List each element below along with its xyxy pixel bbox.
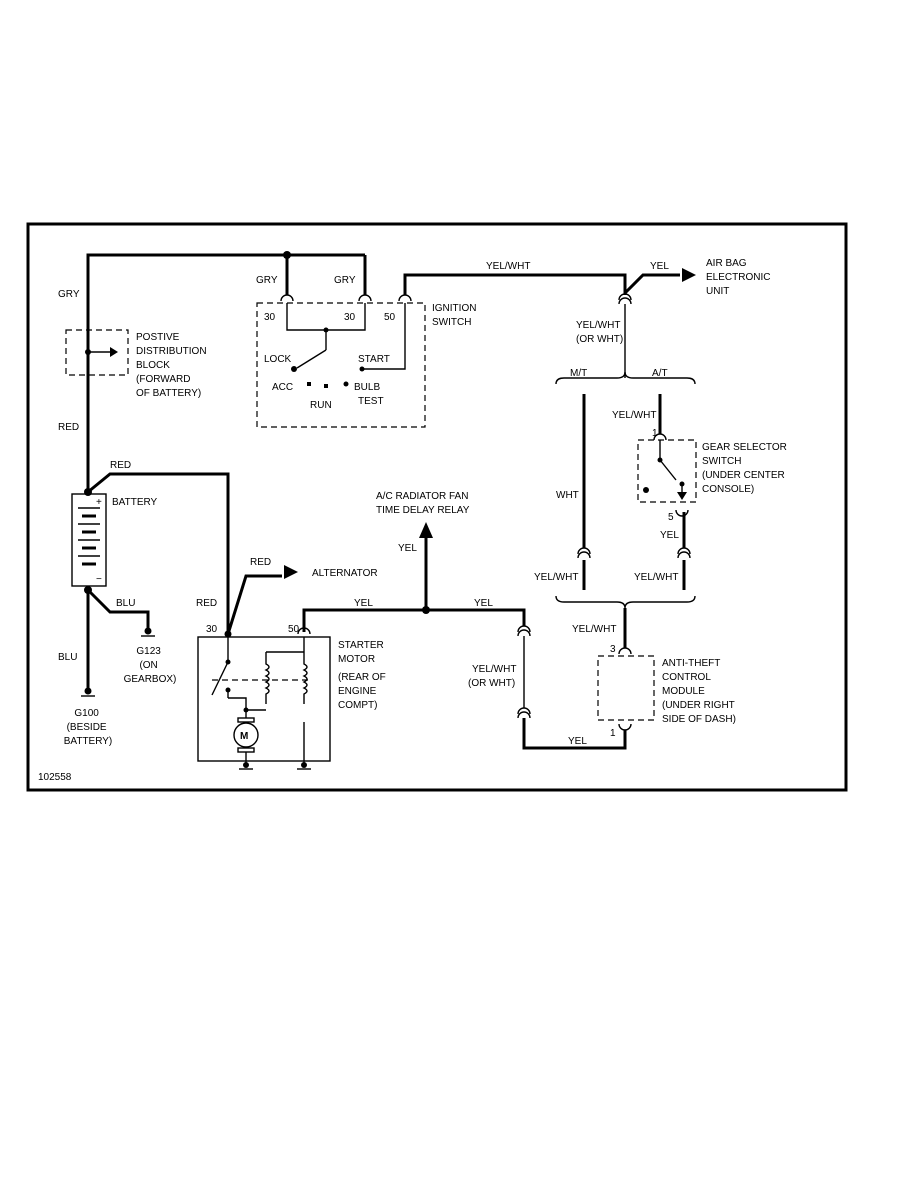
label-ignition-switch: IGNITION SWITCH (432, 303, 479, 328)
antitheft-pin-3: 3 (610, 644, 616, 655)
starter-pin-50: 50 (288, 624, 300, 635)
battery-circuit: GRY POSTIVE DISTRIBUTION BLOCK (FORWARD … (58, 251, 365, 747)
gry-feed-wire (86, 253, 365, 492)
ign-pos-acc: ACC (272, 382, 293, 393)
starter-pin-30: 30 (206, 624, 218, 635)
wire-yel-gear-out: YEL (660, 530, 679, 541)
ground-icon (239, 762, 253, 770)
wire-yel-starter-50: YEL (354, 598, 373, 609)
starter-motor-box (197, 636, 331, 762)
connector (398, 294, 412, 302)
wire-yel-right: YEL (474, 598, 493, 609)
red-starter-feed-wire (87, 472, 230, 634)
wire-yelwht-mt-lower: YEL/WHT (534, 572, 578, 583)
positive-distribution-block (65, 329, 129, 376)
arrow-icon (419, 522, 433, 538)
brace (555, 595, 696, 609)
gear-pin-1: 1 (652, 428, 658, 439)
label-starter-motor: STARTER MOTOR (REAR OF ENGINE COMPT) (338, 640, 389, 711)
yelwht-top-wire (403, 273, 627, 295)
diagram-id: 102558 (38, 772, 72, 783)
anti-theft-module: 3 1 ANTI-THEFT CONTROL MODULE (UNDER RIG… (597, 644, 737, 739)
label-ac-fan-relay: A/C RADIATOR FAN TIME DELAY RELAY (376, 491, 471, 516)
label-alternator: ALTERNATOR (312, 568, 378, 579)
battery-minus: − (96, 574, 102, 585)
wire-yelwht-top: YEL/WHT (486, 261, 530, 272)
solenoid-coil (264, 652, 270, 704)
wire-yelwht-drop: YEL/WHT (576, 320, 620, 331)
ignition-switch: GRY GRY 30 30 50 LOCK ACC RUN BULB TEST … (256, 255, 479, 428)
label-g123: G123 (ON GEARBOX) (124, 646, 177, 685)
ign-pos-run: RUN (310, 400, 332, 411)
arrow-icon (284, 565, 298, 579)
wire-yelwht-at-lower: YEL/WHT (634, 572, 678, 583)
yel-bottom-wire (522, 718, 627, 750)
starter-motor: RED ALTERNATOR RED 30 50 M (196, 557, 389, 770)
battery-plus: + (96, 497, 102, 508)
yel-starter-50-wire (302, 608, 526, 632)
label-air-bag: AIR BAG ELECTRONIC UNIT (706, 258, 773, 297)
gear-pin-5: 5 (668, 512, 674, 523)
wire-yel-airbag: YEL (650, 261, 669, 272)
connector (358, 294, 372, 302)
anti-theft-module-box (597, 655, 655, 721)
wire-wht-mt: WHT (556, 490, 579, 501)
wire-yel-bottom: YEL (568, 736, 587, 747)
starter-solenoid-contact (211, 661, 229, 696)
wire-gry-ign-1: GRY (256, 275, 278, 286)
gear-selector-circuit: WHT YEL/WHT YEL/WHT 1 5 GEAR SELECTOR SW… (534, 394, 790, 648)
arrow-icon (110, 347, 118, 357)
ign-pos-start: START (358, 354, 390, 365)
label-distribution-block: POSTIVE DISTRIBUTION BLOCK (FORWARD OF B… (136, 332, 209, 399)
starter-control-circuit: YEL YEL YEL A/C RADIATOR FAN TIME DELAY … (297, 491, 627, 750)
wire-yel-fan-relay: YEL (398, 543, 417, 554)
ign-pin-30a: 30 (264, 312, 276, 323)
ignition-switch-arm (296, 349, 327, 369)
wire-red-main: RED (58, 422, 79, 433)
diagram-frame (26, 222, 848, 792)
ignition-switch-box (256, 302, 426, 428)
red-alternator-wire (226, 574, 282, 635)
ign-bulb-test: BULB TEST (354, 382, 384, 407)
wire-blu-g100: BLU (58, 652, 77, 663)
label-gear-selector: GEAR SELECTOR SWITCH (UNDER CENTER CONSO… (702, 442, 790, 495)
wire-yelwht-right-vert: YEL/WHT (472, 664, 516, 675)
wire-red-alternator: RED (250, 557, 271, 568)
wire-red-starter-30: RED (196, 598, 217, 609)
wire-yelwht-gear-in: YEL/WHT (612, 410, 656, 421)
wire-blu-g123: BLU (116, 598, 135, 609)
label-at: A/T (652, 368, 668, 379)
airbag-circuit: YEL/WHT YEL AIR BAG ELECTRONIC UNIT YEL/… (403, 258, 773, 385)
wire-or-wht-right-vert: (OR WHT) (468, 678, 515, 689)
ground-icon (297, 762, 311, 770)
ign-pin-50: 50 (384, 312, 396, 323)
label-anti-theft: ANTI-THEFT CONTROL MODULE (UNDER RIGHT S… (662, 658, 737, 725)
ground-icon (81, 687, 95, 697)
label-battery: BATTERY (112, 497, 158, 508)
ign-pos-lock: LOCK (264, 354, 292, 365)
wire-gry-feed: GRY (58, 289, 80, 300)
wire-gry-ign-2: GRY (334, 275, 356, 286)
label-mt: M/T (570, 368, 587, 379)
wire-yelwht-antitheft-in: YEL/WHT (572, 624, 616, 635)
motor-m: M (240, 731, 248, 742)
yel-airbag-wire (623, 273, 680, 295)
connector (280, 294, 294, 302)
motor-symbol (233, 722, 259, 748)
wire-red-starter: RED (110, 460, 131, 471)
arrow-icon (682, 268, 696, 282)
gear-selector-arm (659, 459, 677, 481)
label-g100: G100 (BESIDE BATTERY) (64, 708, 113, 747)
wire-or-wht-drop: (OR WHT) (576, 334, 623, 345)
ground-icon (141, 627, 155, 637)
solenoid-coil (302, 652, 308, 704)
brace (555, 371, 696, 385)
connector (618, 293, 632, 301)
ign-pin-30b: 30 (344, 312, 356, 323)
blu-g123-wire (86, 588, 150, 628)
antitheft-pin-1: 1 (610, 728, 616, 739)
